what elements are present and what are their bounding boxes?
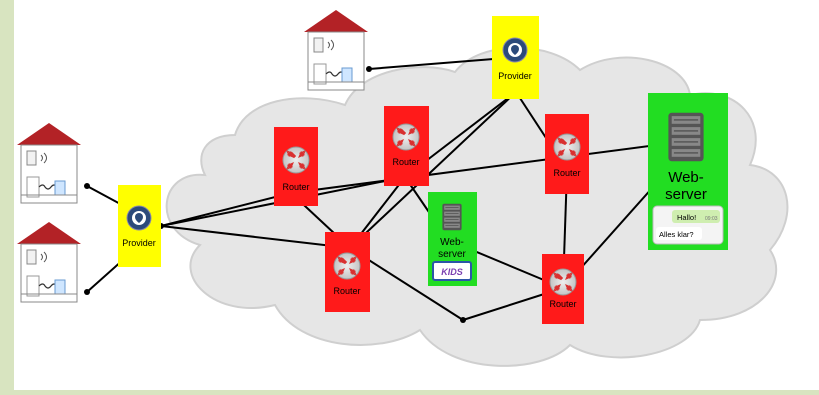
house-icon [303,9,369,91]
router-arrows-icon [333,252,361,280]
router: Router [545,114,589,194]
webserver-small: Web- server KIDS [428,192,477,286]
router-label: Router [392,157,419,167]
server-rack-icon [667,112,705,162]
network-diagram: Provider Provider Router Router Router R… [14,0,819,390]
router: Router [384,106,429,186]
kids-label: KIDS [441,267,463,277]
internet-cloud [165,46,789,367]
provider-left: Provider [118,185,161,267]
router: Router [542,254,584,324]
chat-message-1-time: 09:03 [705,216,718,222]
router-label: Router [553,168,580,178]
provider-label: Provider [122,238,156,248]
router-label: Router [282,182,309,192]
kids-badge: KIDS [432,261,472,281]
router-arrows-icon [549,268,577,296]
chat-message-1: Hallo! [677,213,696,222]
router-label: Router [549,299,576,309]
router: Router [274,127,318,206]
webserver-label-line2: server [438,249,466,260]
router-arrows-icon [392,123,420,151]
house-icon [16,122,82,204]
chat-bubble-icon: Hallo! 09:03 Alles klar? [652,205,724,245]
house-icon [16,221,82,303]
webserver-label-line1: Web- [440,237,464,248]
webserver-large: Web- server Hallo! 09:03 Alles klar? [648,93,728,250]
router-label: Router [333,286,360,296]
webserver-label-line2: server [665,186,707,203]
server-rack-icon [442,203,462,231]
chat-message-2: Alles klar? [659,230,694,239]
router-arrows-icon [282,146,310,174]
router: Router [325,232,370,312]
provider-globe-icon [126,205,152,231]
provider-top: Provider [492,16,539,99]
provider-label: Provider [498,71,532,81]
webserver-label-line1: Web- [668,169,704,186]
provider-globe-icon [502,37,528,63]
router-arrows-icon [553,133,581,161]
